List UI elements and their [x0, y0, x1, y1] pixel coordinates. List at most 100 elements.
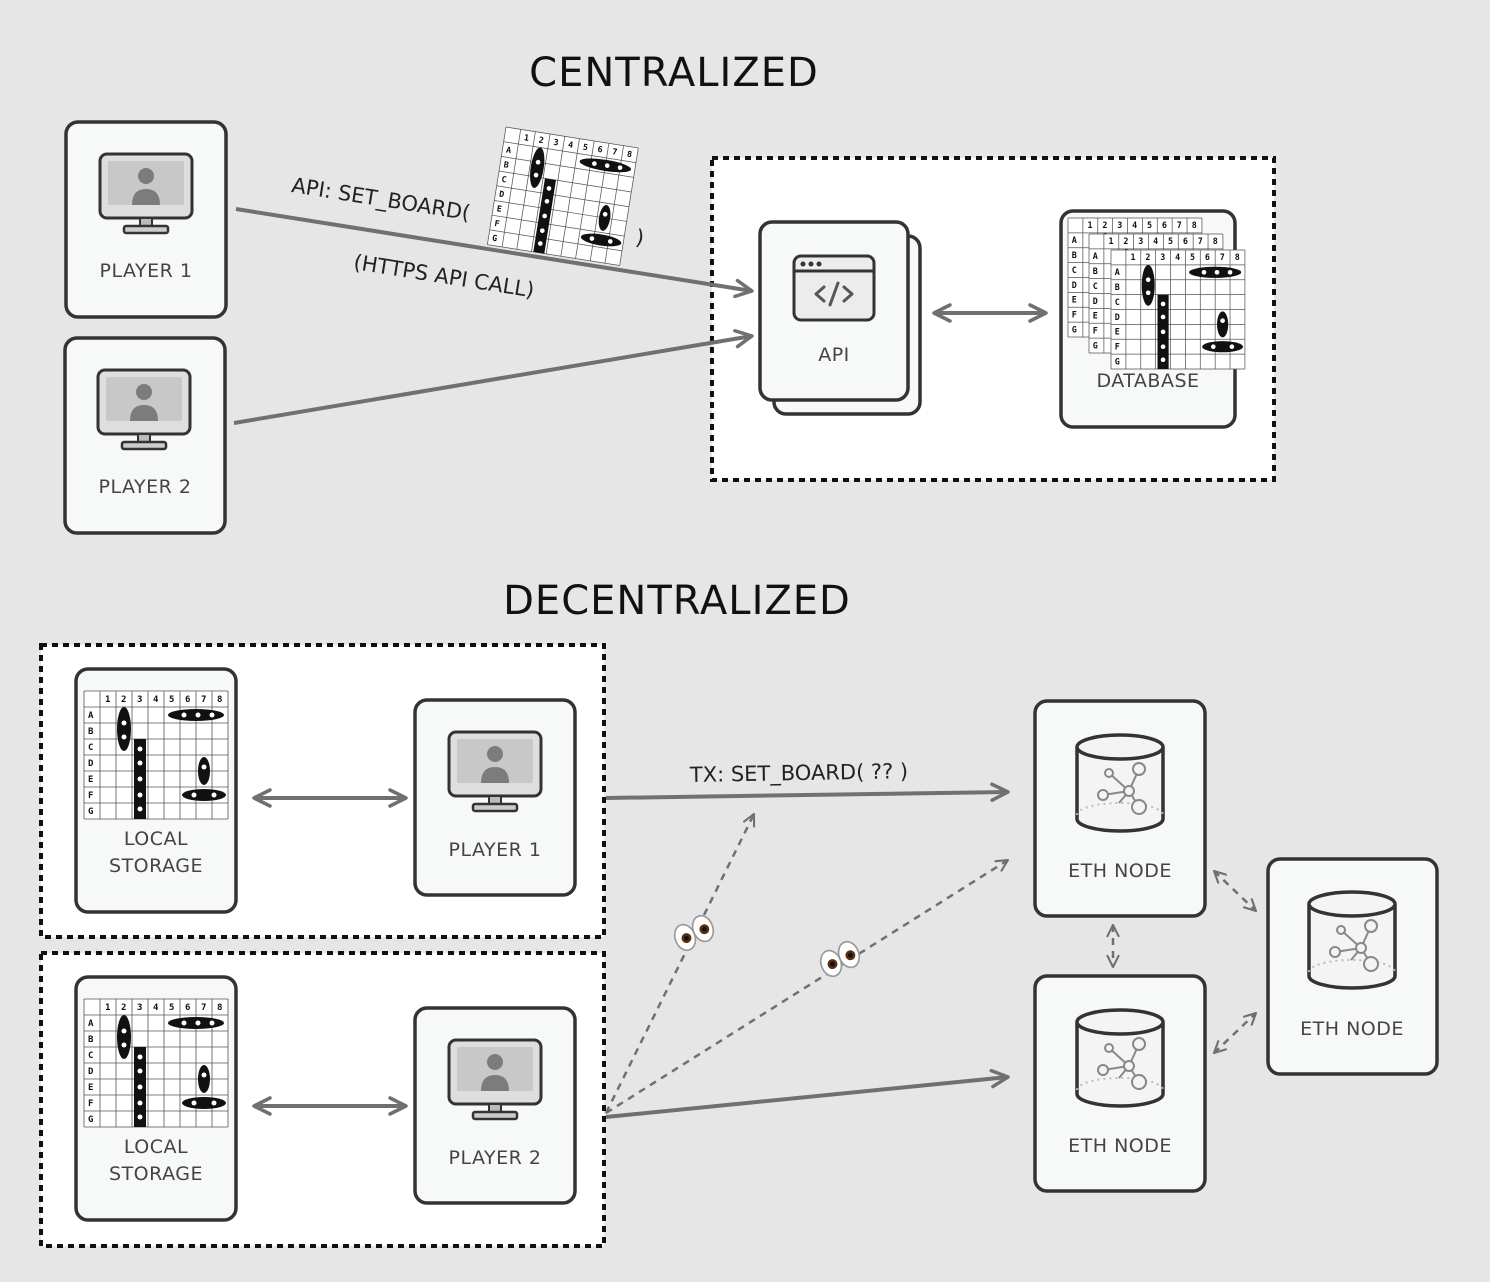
- player1-card[interactable]: PLAYER 1: [64, 120, 228, 319]
- board-column-label: 7: [1198, 236, 1203, 246]
- board-column-label: 5: [1147, 220, 1152, 230]
- eth-node-bottom-card[interactable]: ETH NODE: [1033, 974, 1207, 1193]
- dec-player1-card[interactable]: PLAYER 1: [413, 698, 577, 897]
- ship-peg: [1160, 329, 1166, 335]
- api-card[interactable]: API: [758, 220, 922, 416]
- ship-peg: [604, 163, 610, 168]
- ship-mark: [182, 1097, 226, 1109]
- board-column-label: 8: [217, 1003, 222, 1013]
- ship-peg: [592, 161, 597, 166]
- board-row-label: A: [1115, 267, 1120, 277]
- board-column-label: 8: [1235, 252, 1240, 262]
- board-column-label: 6: [1162, 220, 1167, 230]
- database-cylinder-icon: [1075, 733, 1165, 833]
- board-row-label: B: [1093, 266, 1098, 276]
- board-row-label: D: [1093, 296, 1098, 306]
- board-column-label: 1: [105, 1003, 110, 1013]
- board-row-label: A: [88, 711, 94, 721]
- ship-peg: [121, 1042, 127, 1048]
- board-row-label: G: [1072, 324, 1077, 334]
- ship-peg: [539, 228, 545, 234]
- board-column-label: 6: [1183, 236, 1188, 246]
- eth-node-label: ETH NODE: [1068, 860, 1172, 882]
- node-sync-upper: [1212, 869, 1258, 913]
- ship-peg: [589, 236, 595, 241]
- board-column-label: 7: [612, 146, 619, 157]
- board-row-label: A: [1072, 235, 1077, 245]
- board-column-label: 6: [1205, 252, 1210, 262]
- ship-peg: [602, 211, 608, 217]
- storage-label-line1: LOCAL: [124, 828, 188, 850]
- board-row-label: E: [496, 203, 503, 214]
- api-label: API: [818, 344, 850, 366]
- board-column-label: 3: [137, 695, 142, 705]
- board-row-label: F: [494, 218, 501, 229]
- observer-arrow-1: [604, 812, 756, 1114]
- board-column-label: 1: [1088, 220, 1093, 230]
- eth-node-top-card[interactable]: ETH NODE: [1033, 699, 1207, 918]
- dec-player2-card[interactable]: PLAYER 2: [413, 1006, 577, 1205]
- player2-card[interactable]: PLAYER 2: [63, 336, 227, 535]
- board-row-label: D: [498, 189, 505, 200]
- ship-peg: [211, 1100, 217, 1106]
- board-column-label: 5: [169, 1003, 174, 1013]
- player2-tx-arrow: [605, 1068, 1010, 1119]
- board-column-label: 5: [1190, 252, 1195, 262]
- board-row-label: A: [88, 1019, 94, 1029]
- player1-to-api-arrow: [235, 207, 754, 299]
- ship-peg: [195, 1020, 201, 1026]
- ship-peg: [137, 1054, 143, 1060]
- ship-peg: [1227, 269, 1233, 275]
- board-row-label: E: [1093, 311, 1098, 321]
- ship-peg: [1145, 290, 1151, 296]
- board-column-label: 7: [1220, 252, 1225, 262]
- api-call-close: ): [634, 225, 646, 250]
- board-row-label: G: [88, 807, 93, 817]
- board-row-label: E: [88, 775, 93, 785]
- ship-peg: [137, 1114, 143, 1120]
- board-column-label: 8: [1213, 236, 1218, 246]
- ship-peg: [137, 1100, 143, 1106]
- board-row-label: E: [1115, 327, 1120, 337]
- board-column-label: 6: [185, 1003, 190, 1013]
- ship-peg: [1160, 344, 1166, 350]
- ship-peg: [1160, 314, 1166, 320]
- board-column-label: 3: [1138, 236, 1143, 246]
- board-row-label: C: [501, 174, 508, 185]
- board-column-label: 2: [1102, 220, 1107, 230]
- ship-peg: [211, 792, 217, 798]
- database-cylinder-icon: [1307, 890, 1397, 990]
- board-row-label: F: [88, 1099, 93, 1109]
- ship-peg: [195, 712, 201, 718]
- ship-peg: [1145, 277, 1151, 283]
- board-column-label: 1: [1109, 236, 1114, 246]
- board-column-label: 3: [137, 1003, 142, 1013]
- board-column-label: 4: [153, 695, 159, 705]
- ship-peg: [1220, 318, 1225, 324]
- ship-peg: [137, 746, 143, 752]
- ship-peg: [137, 760, 143, 766]
- eth-node-right-card[interactable]: ETH NODE: [1266, 857, 1439, 1076]
- player2-label: PLAYER 2: [99, 476, 192, 498]
- board-row-label: B: [503, 159, 510, 170]
- board-row-label: G: [88, 1115, 93, 1125]
- board-row-label: B: [1115, 282, 1120, 292]
- player2-to-api-arrow: [233, 329, 754, 425]
- dec-player1-label: PLAYER 1: [449, 839, 542, 861]
- ship-mark: [117, 1015, 131, 1059]
- board-column-label: 2: [1145, 252, 1150, 262]
- board-column-label: 3: [1160, 252, 1165, 262]
- board-row-label: D: [1115, 312, 1120, 322]
- database-label: DATABASE: [1096, 370, 1199, 392]
- board-row-label: G: [491, 233, 498, 244]
- ship-peg: [181, 1020, 187, 1026]
- ship-peg: [201, 764, 207, 770]
